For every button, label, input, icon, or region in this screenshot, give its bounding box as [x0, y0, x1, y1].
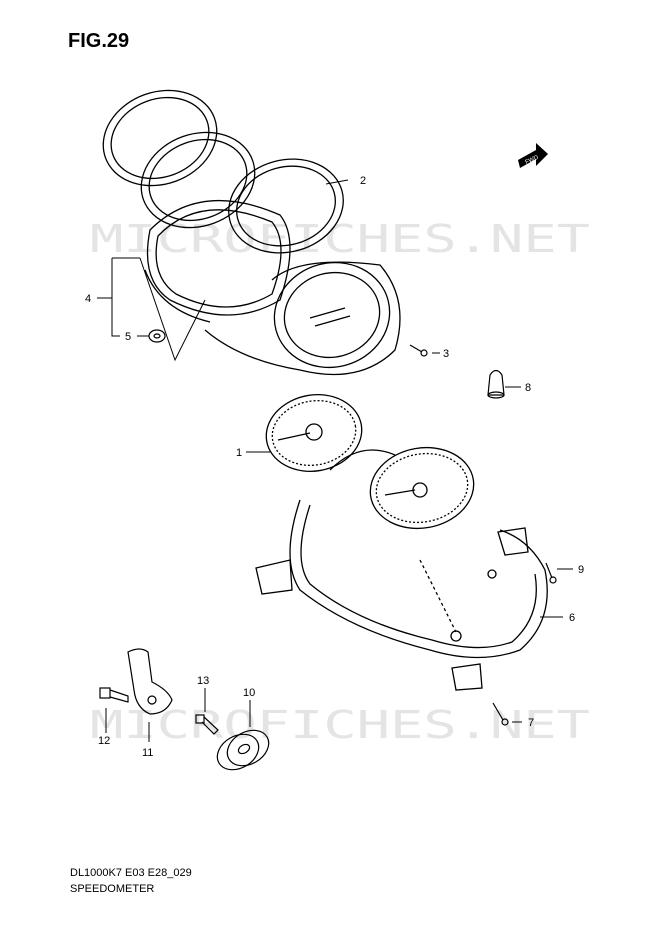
callout-3: 3	[443, 348, 449, 360]
watermark-top: MICROFICHES.NET	[90, 217, 590, 261]
screw-9-icon	[545, 562, 557, 584]
diagram-code: DL1000K7 E03 E28_029	[70, 867, 192, 879]
bolt-12-icon	[99, 687, 129, 703]
meter-lens-ring	[228, 158, 401, 376]
meter-cover-assembly	[102, 89, 301, 371]
callout-8: 8	[525, 382, 531, 394]
sensor-bracket-11-icon	[127, 648, 173, 715]
fwd-label: FWD	[525, 154, 541, 165]
watermark-group: MICROFICHES.NET MICROFICHES.NET	[90, 217, 590, 747]
callout-labels: 1 2 3 4 5 6 7 8 9 10 11 12 13	[85, 175, 584, 759]
rubber-cap-8-icon	[487, 369, 505, 399]
callout-13: 13	[197, 675, 209, 687]
callout-12: 12	[98, 735, 110, 747]
callout-10: 10	[243, 687, 255, 699]
speedometer-gauge-faces	[265, 394, 475, 530]
callout-7: 7	[528, 717, 534, 729]
callout-11: 11	[142, 747, 153, 759]
gear-10-icon	[216, 729, 270, 771]
screw-13-icon	[195, 714, 219, 735]
meter-lower-case	[255, 499, 548, 691]
callout-1: 1	[236, 447, 242, 459]
callout-2: 2	[360, 175, 366, 187]
callout-6: 6	[569, 612, 575, 624]
diagram-name: SPEEDOMETER	[70, 883, 155, 895]
callout-5: 5	[125, 331, 131, 343]
fwd-arrow-icon: FWD	[518, 143, 548, 168]
grommet-5-icon	[148, 329, 166, 343]
screw-3-icon	[409, 344, 428, 357]
callout-4: 4	[85, 293, 91, 305]
figure-title: FIG.29	[68, 30, 130, 52]
callout-lines	[97, 179, 573, 742]
callout-9: 9	[578, 564, 584, 576]
screw-7-icon	[492, 702, 509, 726]
